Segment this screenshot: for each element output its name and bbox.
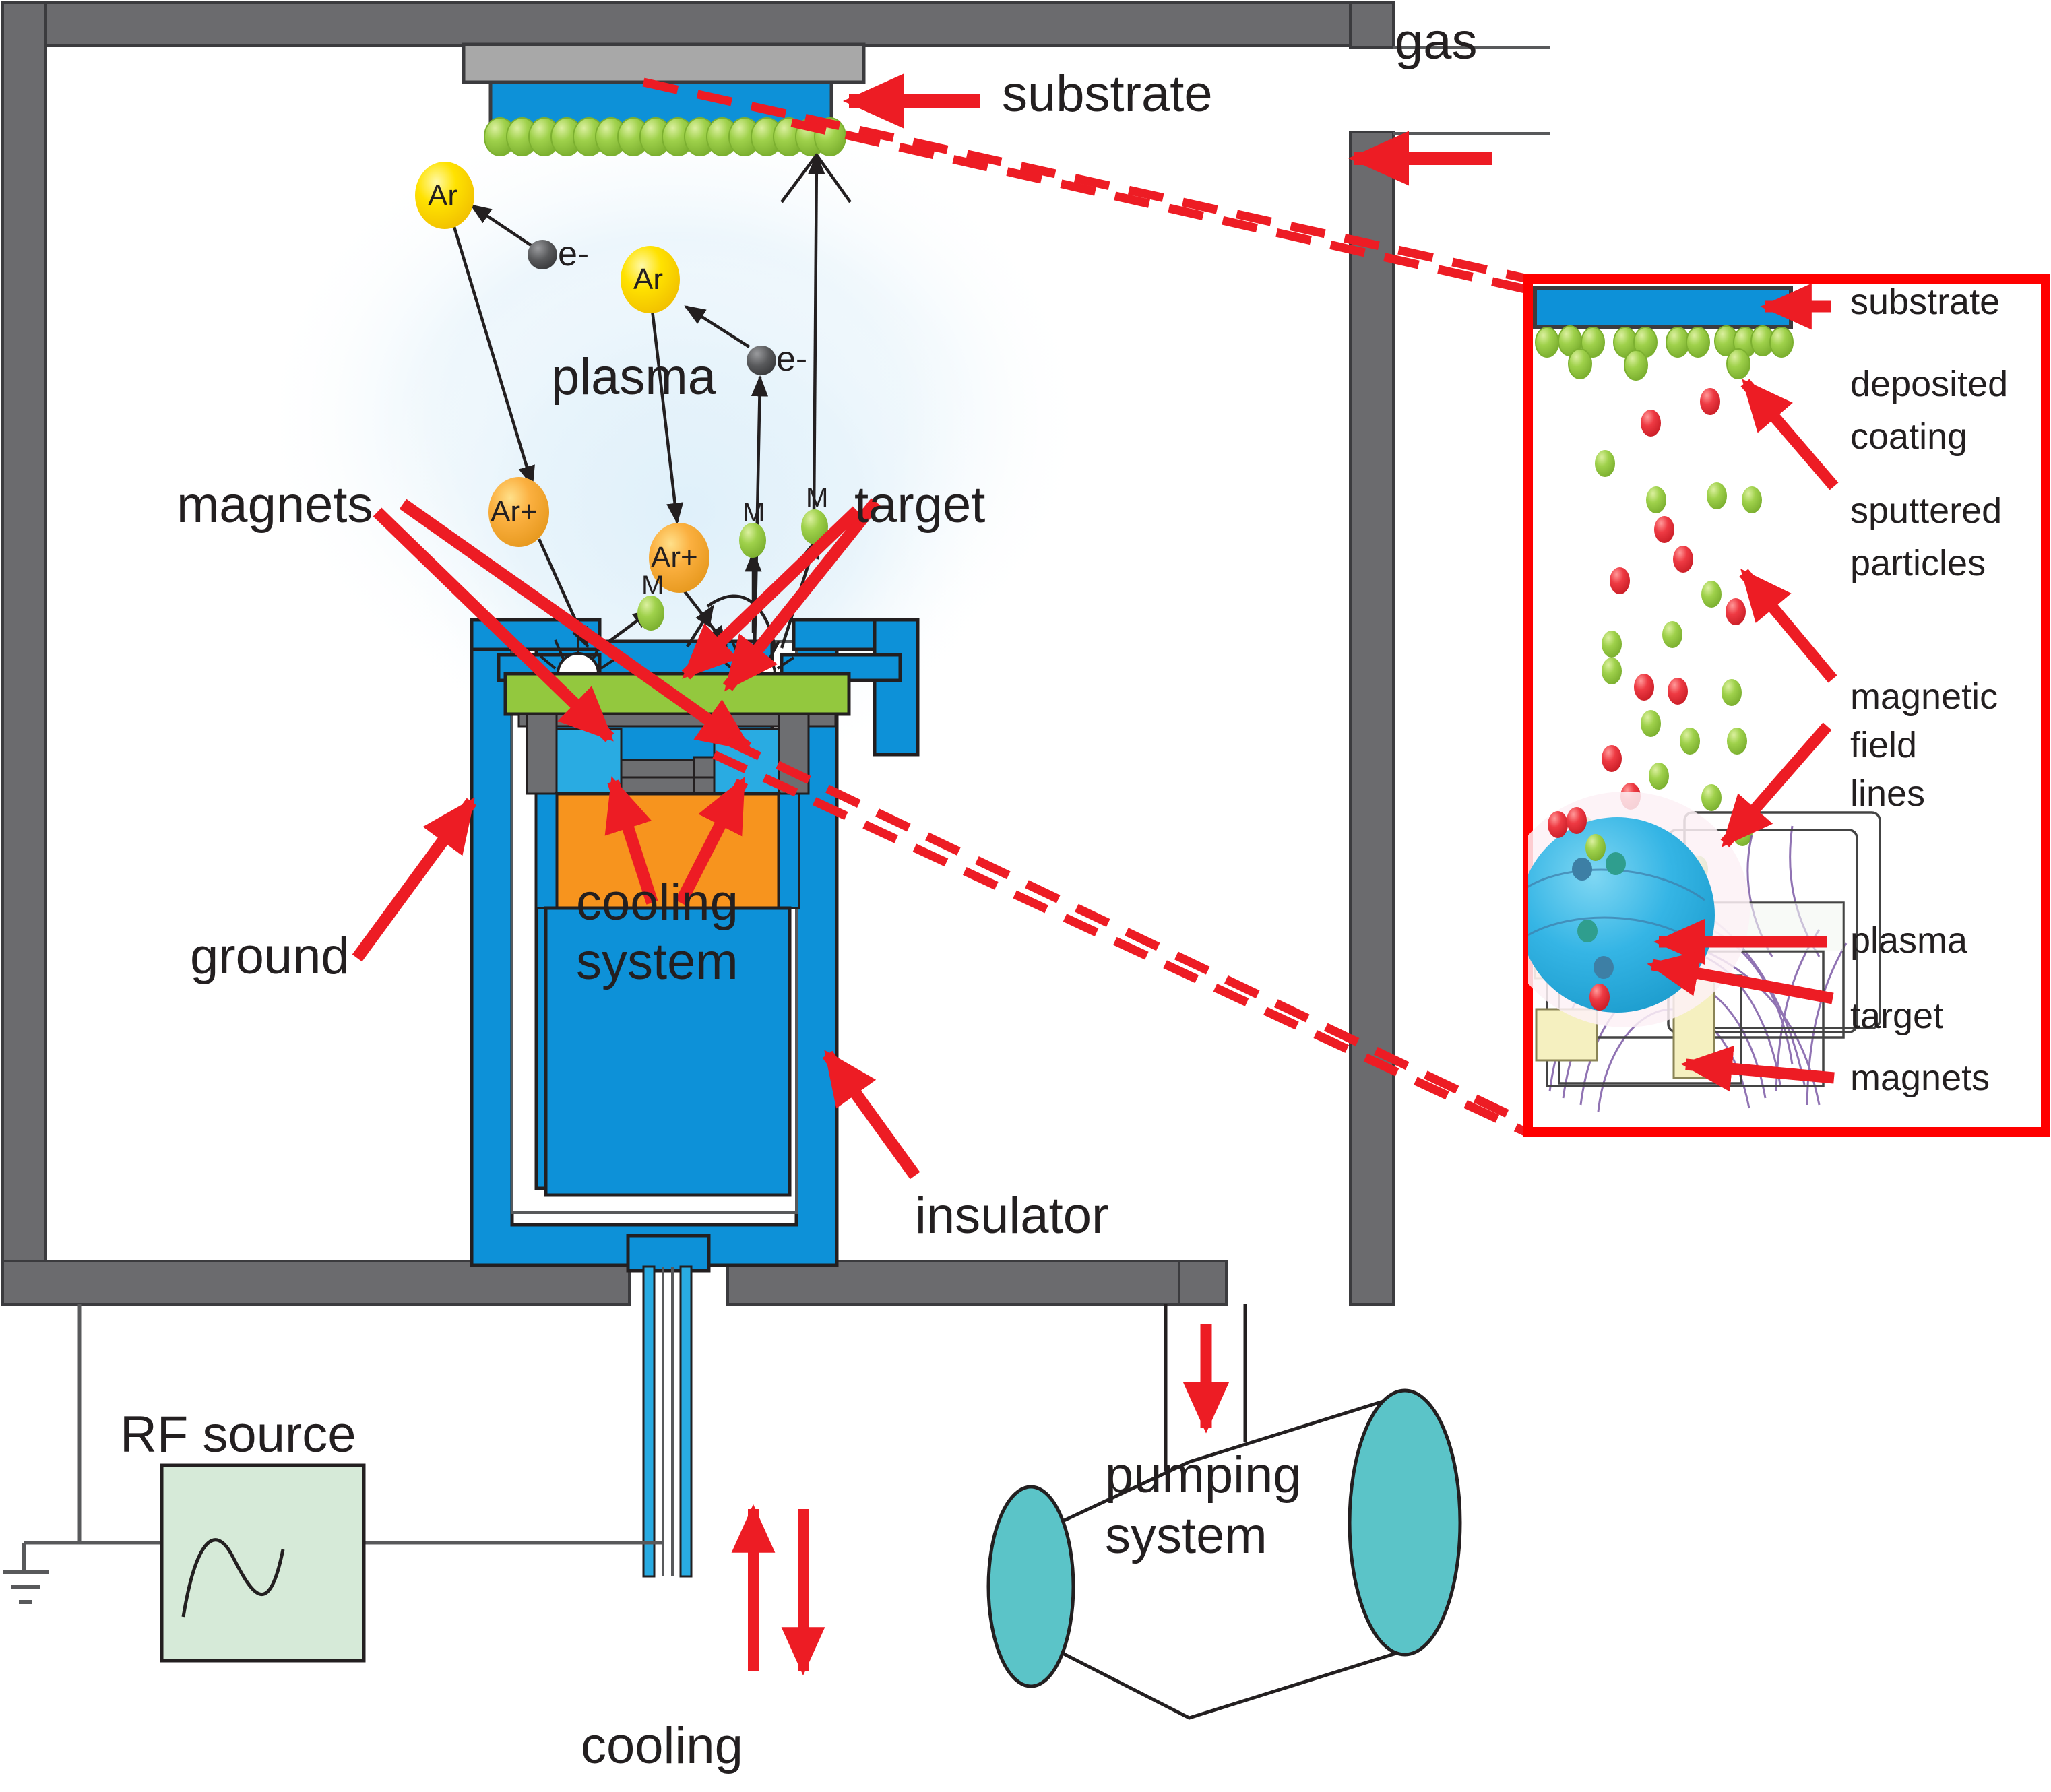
label-metal-atom: M: [743, 498, 765, 527]
label-cooling-system-line2: system: [576, 933, 738, 990]
inset-annotation-arrows: [1647, 283, 1839, 1092]
label-rf-source: RF source: [120, 1406, 356, 1463]
inset-label-sputtered-particles-line1: sputtered: [1850, 490, 2002, 531]
metal-atom: [801, 509, 828, 544]
vacuum-chamber-walls: [1, 1, 1395, 1306]
magnetron-cathode-assembly: [470, 618, 920, 1578]
argon-atom: [415, 162, 474, 229]
label-electron: e-: [776, 340, 808, 379]
argon-atom: [621, 246, 680, 313]
inset-label-plasma: plasma: [1850, 920, 1968, 961]
inset-label-sputtered-particles-line2: particles: [1850, 543, 1986, 583]
label-cooling: cooling: [581, 1717, 743, 1774]
label-argon-atom: Ar: [428, 179, 457, 212]
label-magnets: magnets: [177, 476, 373, 534]
pumping-system-cylinder: [986, 1388, 1462, 1720]
metal-atom: [739, 523, 766, 558]
label-pumping-system-line2: system: [1105, 1507, 1267, 1564]
label-substrate: substrate: [1002, 65, 1213, 123]
label-argon-atom: Ar: [633, 263, 663, 296]
inset-label-deposited-coating-line1: deposited: [1850, 364, 2009, 404]
earth-ground-icon: [3, 1543, 49, 1604]
cooling-cavity: [544, 906, 792, 1197]
label-insulator: insulator: [915, 1187, 1109, 1244]
metal-atom: [637, 596, 664, 631]
electron-particle: [747, 346, 776, 375]
inset-label-target: target: [1850, 996, 1944, 1036]
substrate-assembly: [462, 42, 866, 156]
plasma-species: [415, 162, 828, 631]
electrical-wiring: [24, 1304, 663, 1545]
inset-label-magnets: magnets: [1850, 1058, 1990, 1098]
cooling-flow-arrows: [731, 1504, 825, 1676]
inset-label-magnetic-field-lines-line2: field: [1850, 725, 1918, 765]
label-plasma: plasma: [551, 348, 716, 406]
inset-magnified-view: [1523, 274, 2050, 1137]
label-argon-ion: Ar+: [491, 495, 538, 528]
label-electron: e-: [558, 234, 590, 274]
inset-label-substrate: substrate: [1850, 282, 2000, 322]
electron-particle: [528, 240, 557, 269]
label-cooling-system-line1: cooling: [576, 874, 738, 931]
label-ground: ground: [190, 928, 350, 985]
inset-substrate: [1533, 286, 1793, 329]
label-argon-ion: Ar+: [651, 541, 698, 574]
label-metal-atom: M: [806, 483, 829, 513]
inset-connector-lines: [642, 77, 1530, 1137]
substrate-holder: [462, 42, 866, 84]
label-target: target: [854, 476, 986, 534]
label-gas: gas: [1395, 13, 1478, 70]
rf-source-box: [160, 1463, 366, 1663]
gas-inlet-port: [1393, 46, 1550, 135]
argon-ion: [649, 523, 709, 593]
label-metal-atom: M: [641, 571, 664, 600]
pump-duct: [1164, 1304, 1247, 1471]
inset-label-magnetic-field-lines-line1: magnetic: [1850, 676, 1998, 717]
deposited-coating-layer: [484, 117, 846, 156]
annotation-arrows: [352, 73, 1492, 1180]
inset-plasma-ball: [1528, 792, 1750, 1027]
inset-label-deposited-coating-line2: coating: [1850, 416, 1968, 457]
argon-ion: [488, 477, 549, 547]
inset-label-magnetic-field-lines-line3: lines: [1850, 773, 1926, 814]
label-pumping-system-line1: pumping: [1105, 1446, 1302, 1504]
